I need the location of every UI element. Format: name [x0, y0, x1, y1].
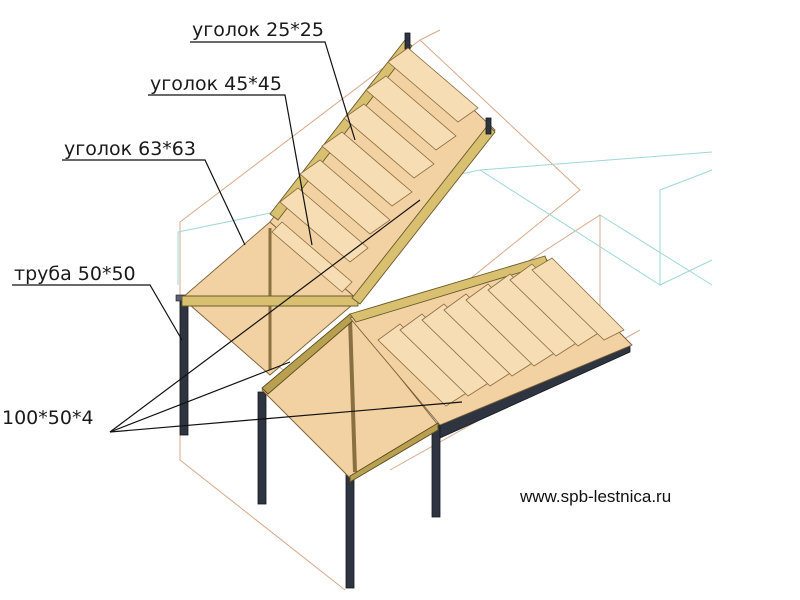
label-pipe-50: труба 50*50 — [14, 263, 136, 285]
watermark-url: www.spb-lestnica.ru — [519, 487, 671, 506]
upper-flight-treads — [271, 47, 479, 293]
label-channel-100: 100*50*4 — [2, 407, 94, 429]
lower-landing — [261, 313, 439, 483]
label-angle-63: уголок 63*63 — [64, 138, 196, 160]
label-angle-45: уголок 45*45 — [150, 73, 282, 95]
lower-flight-treads — [377, 257, 625, 407]
steel-posts — [175, 294, 441, 589]
label-angle-25: уголок 25*25 — [192, 19, 324, 41]
leader-lines — [12, 41, 463, 433]
